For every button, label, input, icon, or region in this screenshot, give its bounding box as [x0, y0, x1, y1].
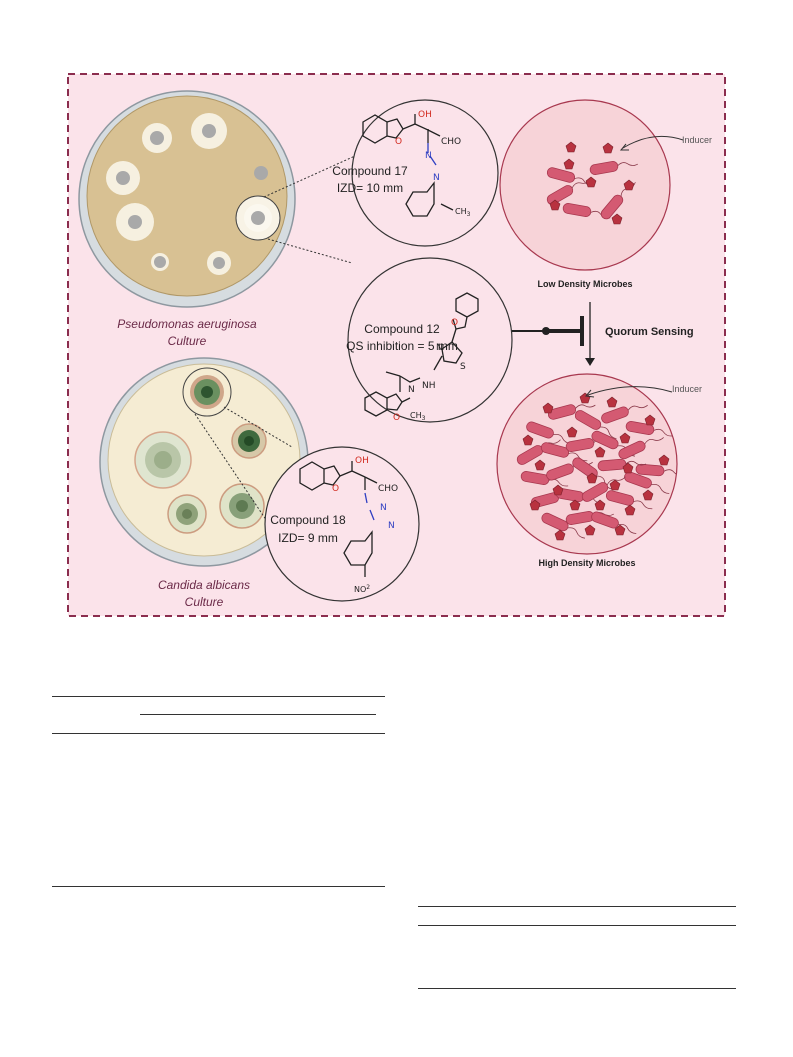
low-density-microbes — [499, 99, 684, 271]
c12-s: S — [460, 362, 466, 372]
c12-o-top: O — [451, 318, 458, 328]
candida-label: Candida albicans — [158, 578, 250, 592]
table2-bottom-rule — [418, 988, 736, 989]
compound-18-panel: OH O CHO N N NO2 Compound 18 IZD= 9 mm — [264, 446, 420, 602]
table2-mid-rule — [418, 925, 736, 926]
compound-18-izd: IZD= 9 mm — [278, 531, 338, 545]
inducer-label-top: Inducer — [682, 135, 712, 145]
quorum-sensing-label: Quorum Sensing — [605, 326, 694, 338]
compound-17-panel: OH O CHO N N CH3 Compound 17 IZD= 10 mm — [332, 99, 499, 247]
c17-o: O — [395, 137, 402, 147]
c18-oh: OH — [355, 456, 369, 466]
svg-text:CH3: CH3 — [455, 207, 471, 218]
pseudomonas-label: Pseudomonas aeruginosa — [117, 317, 257, 331]
candida-culture-label: Culture — [185, 595, 224, 609]
c17-ch3: CH — [455, 207, 467, 216]
c12-nh: NH — [422, 381, 436, 391]
c18-no2: NO — [354, 585, 366, 594]
table1-bottom-rule — [52, 886, 385, 887]
c17-ch3-sub: 3 — [467, 211, 471, 218]
table1-top-rule — [52, 696, 385, 697]
c12-n-thiazole: N — [436, 343, 443, 353]
c18-o: O — [332, 484, 339, 494]
c17-n1: N — [425, 151, 432, 161]
quorum-inhibition-connector — [512, 316, 584, 346]
quorum-sensing-arrow — [585, 302, 595, 366]
pseudomonas-petri-dish — [78, 90, 296, 308]
high-density-label: High Density Microbes — [538, 558, 635, 568]
compound-17-name: Compound 17 — [332, 164, 408, 178]
compound-12-name: Compound 12 — [364, 322, 440, 336]
c12-n-hydrazone: N — [408, 385, 415, 395]
pseudomonas-culture-label: Culture — [168, 334, 207, 348]
c17-n2: N — [433, 173, 440, 183]
candida-petri-dish — [99, 357, 309, 567]
c17-cho: CHO — [441, 137, 461, 147]
table1-header-rule — [140, 714, 376, 715]
svg-text:CH3: CH3 — [410, 411, 426, 422]
c18-no2-sup: 2 — [366, 584, 370, 591]
inducer-label-bottom: Inducer — [672, 384, 702, 394]
c12-ch3: CH — [410, 411, 422, 420]
compound-12-qs-inhibition: QS inhibition = 5 mm — [346, 339, 458, 353]
svg-text:NO2: NO2 — [354, 584, 370, 594]
table2-top-rule — [418, 906, 736, 907]
low-density-label: Low Density Microbes — [537, 279, 632, 289]
compound-17-izd: IZD= 10 mm — [337, 181, 403, 195]
table1-mid-rule — [52, 733, 385, 734]
c18-cho: CHO — [378, 484, 398, 494]
compound-18-name: Compound 18 — [270, 513, 346, 527]
c17-oh: OH — [418, 110, 432, 120]
c18-n2: N — [388, 521, 395, 531]
c12-o-bottom: O — [393, 413, 400, 423]
compound-12-panel: O N S N NH O CH3 Compound 12 QS inhibiti… — [346, 257, 513, 423]
high-density-microbes — [496, 373, 678, 555]
c12-ch3-sub: 3 — [422, 415, 426, 422]
c18-n1: N — [380, 503, 387, 513]
